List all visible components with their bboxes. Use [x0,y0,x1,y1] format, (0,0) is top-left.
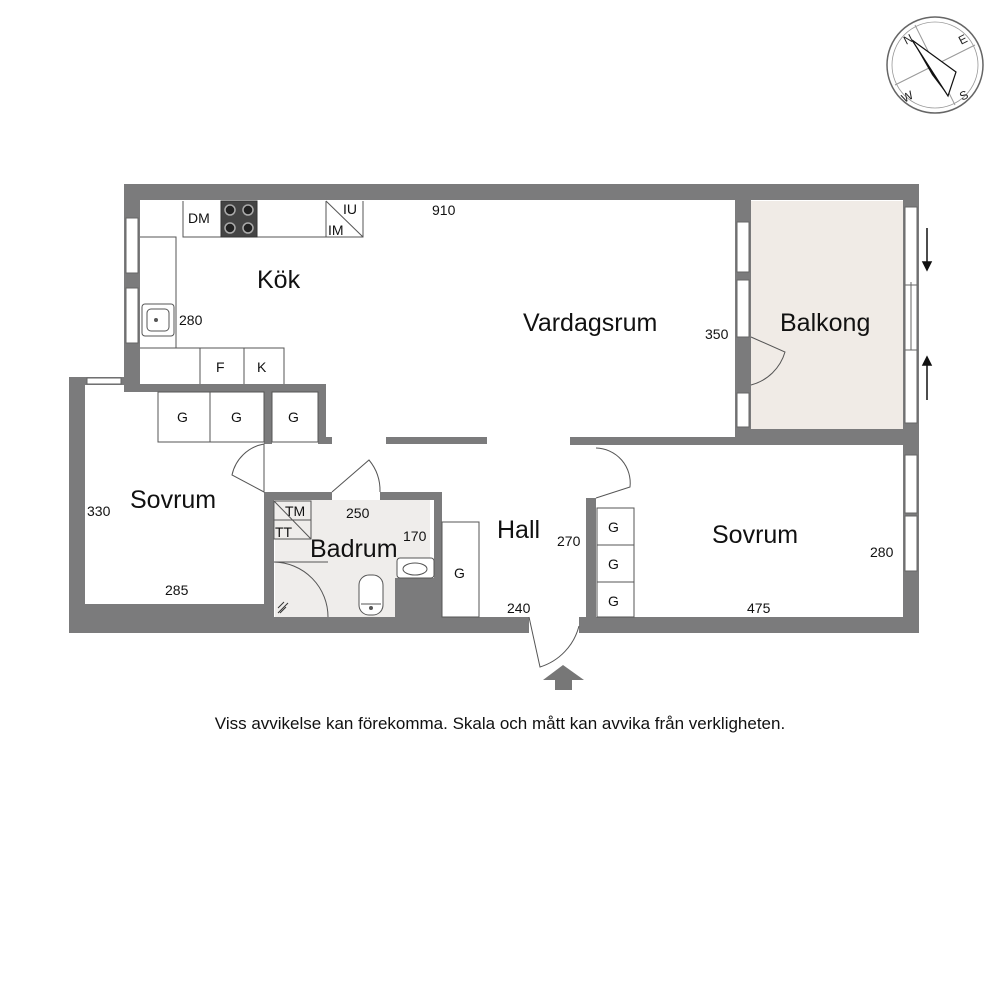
label-freezer: K [257,359,267,375]
doors [231,336,786,668]
wall-wardrobe-corner [318,437,332,444]
door-entrance [528,616,580,668]
wardrobe-hall [441,521,480,618]
wardrobe-bedroom-right [596,507,635,618]
dim-bedroom-left-depth: 330 [87,503,111,519]
dim-bathroom-depth: 170 [403,528,427,544]
label-wardrobe-hall: G [454,565,465,581]
wall-bathroom-top-right [380,492,442,500]
window-kitchen-1 [125,217,139,274]
dim-hall-width: 240 [507,600,531,616]
label-wardrobe-right-2: G [608,556,619,572]
compass-needle-light [911,39,957,98]
burner-1 [224,204,236,216]
window-bedroom-right-1 [904,454,918,514]
wall-bottom-right [579,617,918,633]
label-wardrobe-1: G [177,409,188,425]
dim-bathroom-width: 250 [346,505,370,521]
toilet [358,574,384,616]
room-bedroom-right: Sovrum [712,521,798,549]
label-wardrobe-3: G [288,409,299,425]
room-kitchen: Kök [257,266,301,294]
label-freezer-built-in: IU [343,201,357,217]
stove-burners [224,204,254,234]
burner-2 [242,204,254,216]
window-dividers [905,282,917,351]
wall-bathroom-top-left [264,492,332,500]
wall-bathroom-shaft [395,578,442,633]
room-balcony: Balkong [780,309,870,337]
sink [141,303,175,337]
wall-kitchen-west [124,184,140,384]
wall-step [124,384,324,392]
wall-partition [386,437,487,444]
sink-drain [154,318,158,322]
balcony-floor [751,201,903,429]
wall-wardrobe-divider [264,392,272,444]
shower-drain [277,601,289,614]
dim-bedroom-right-depth: 280 [870,544,894,560]
wardrobe-hall-top [271,391,319,443]
door-bathroom [331,459,381,493]
window-bedroom-right-2 [904,515,918,572]
shower-arc [273,561,329,618]
room-hall: Hall [497,516,540,544]
wardrobes [157,391,635,618]
burner-4 [242,222,254,234]
disclaimer-text: Viss avvikelse kan förekomma. Skala och … [214,714,786,733]
compass-inner-ring [891,21,979,109]
counter-top-run [182,201,364,238]
wall-bedroom-west [69,377,85,633]
door-bedroom-left [231,443,265,493]
window-kitchen-2 [125,287,139,344]
window-living-3 [736,392,750,428]
wall-bedroom-right-west [586,498,596,633]
bathroom-fixtures [273,500,435,618]
label-wardrobe-right-1: G [608,519,619,535]
compass: N E S W [886,16,984,114]
dim-kitchen-depth: 280 [179,312,203,328]
room-bathroom: Badrum [310,535,398,563]
wall-wardrobe-right [318,384,326,444]
washbasin-bowl [402,562,428,576]
bathroom-floor [275,500,430,617]
dim-hall-depth: 270 [557,533,581,549]
dim-bedroom-right-width: 475 [747,600,771,616]
wall-bedroom-east [264,492,274,633]
label-dishwasher: DM [188,210,210,226]
dim-bedroom-left-width: 285 [165,582,189,598]
sink-basin [146,308,170,332]
balcony-sliding-arrows [921,228,933,400]
wall-balcony-bottom [735,429,919,445]
wall-bedroom-right-top [570,437,750,445]
label-dryer: TM [285,503,305,519]
wall-top [124,184,918,200]
dim-top-width: 910 [432,202,456,218]
windows [86,206,918,572]
window-living-2 [736,279,750,338]
wardrobe-bedroom-left [157,391,265,443]
door-balcony [750,336,786,386]
door-bedroom-right [595,447,631,499]
wall-bottom-left [69,604,274,633]
room-living: Vardagsrum [523,309,657,337]
burner-3 [224,222,236,234]
room-bedroom-left: Sovrum [130,486,216,514]
entrance-arrow-icon [543,665,584,690]
window-living-1 [736,221,750,273]
label-wardrobe-2: G [231,409,242,425]
label-fridge: F [216,359,225,375]
wall-bathroom-east [434,492,442,633]
label-microwave-built-in: IM [328,222,344,238]
label-wardrobe-right-3: G [608,593,619,609]
window-bedroom-left [86,377,122,385]
dim-living-depth: 350 [705,326,729,342]
label-drying-cabinet: TT [275,524,293,540]
